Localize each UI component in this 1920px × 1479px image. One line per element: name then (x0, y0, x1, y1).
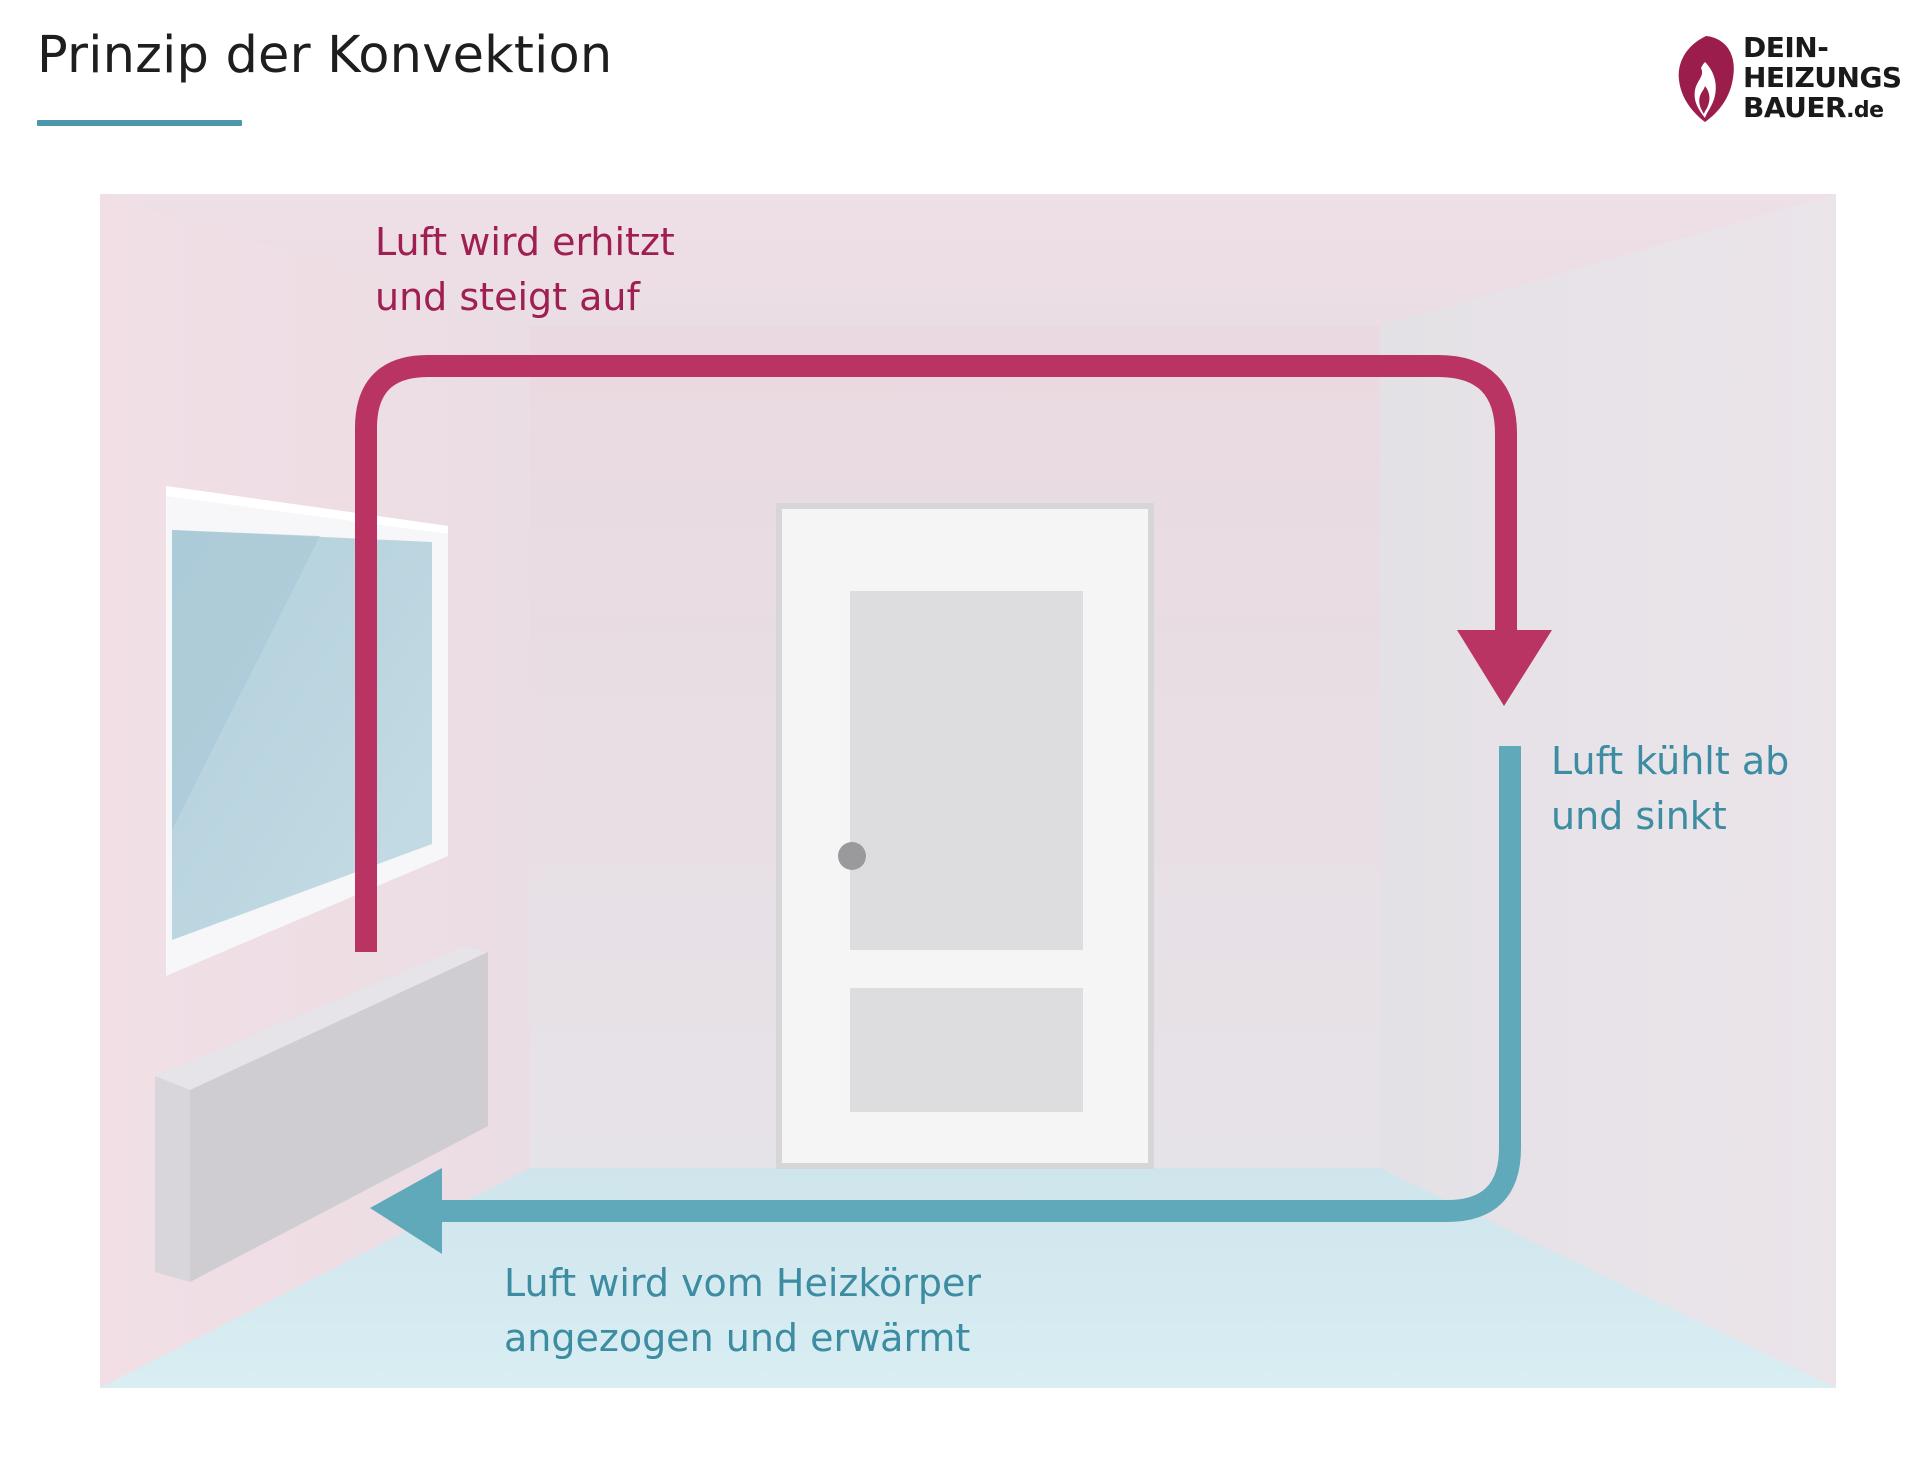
right-wall (1380, 194, 1836, 1388)
hot-air-label-line-1: Luft wird erhitzt (375, 220, 675, 264)
return-air-label: Luft wird vom Heizkörper angezogen und e… (504, 1256, 981, 1366)
logo-line-3-suffix: .de (1846, 98, 1884, 123)
door-knob (838, 842, 866, 870)
title-underline (37, 120, 242, 126)
ceiling (100, 194, 1836, 326)
logo-wordmark: DEIN- HEIZUNGS BAUER.de (1743, 33, 1902, 126)
room-illustration (100, 194, 1836, 1388)
cool-air-label: Luft kühlt ab und sinkt (1551, 734, 1789, 844)
logo-line-2: HEIZUNGS (1743, 61, 1902, 94)
logo-line-1: DEIN- (1743, 31, 1829, 64)
hot-air-arrow (355, 355, 1552, 952)
door (776, 503, 1154, 1169)
flame-icon (1678, 36, 1734, 122)
floor (100, 1168, 1836, 1388)
cool-air-label-line-2: und sinkt (1551, 794, 1727, 838)
logo-line-3-main: BAUER (1743, 91, 1847, 124)
radiator (155, 946, 488, 1282)
return-air-label-line-1: Luft wird vom Heizkörper (504, 1261, 982, 1305)
return-air-label-line-2: angezogen und erwärmt (504, 1316, 971, 1360)
hot-air-label: Luft wird erhitzt und steigt auf (375, 215, 675, 325)
brand-logo[interactable]: DEIN- HEIZUNGS BAUER.de (1675, 32, 1902, 127)
page-title: Prinzip der Konvektion (37, 26, 613, 85)
logo-line-3: BAUER.de (1743, 93, 1902, 126)
window (166, 486, 448, 976)
cool-air-label-line-1: Luft kühlt ab (1551, 739, 1790, 783)
cool-air-arrow (370, 746, 1521, 1254)
hot-air-label-line-2: und steigt auf (375, 275, 640, 319)
